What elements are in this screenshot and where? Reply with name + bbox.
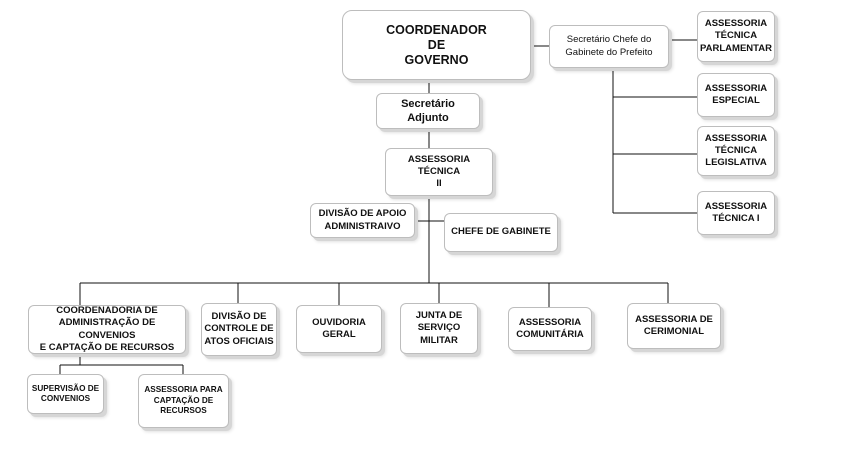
- node-junta-servico-militar: JUNTA DE SERVIÇO MILITAR: [400, 303, 478, 354]
- node-divisao-controle-atos-oficiais: DIVISÃO DE CONTROLE DE ATOS OFICIAIS: [201, 303, 277, 356]
- node-assessoria-captacao-recursos: ASSESSORIA PARA CAPTAÇÃO DE RECURSOS: [138, 374, 229, 428]
- node-divisao-apoio-administrativo: DIVISÃO DE APOIO ADMINISTRAIVO: [310, 203, 415, 238]
- node-assessoria-tecnica-parlamentar: ASSESSORIA TÉCNICA PARLAMENTAR: [697, 11, 775, 62]
- node-assessoria-especial: ASSESSORIA ESPECIAL: [697, 73, 775, 117]
- node-assessoria-cerimonial: ASSESSORIA DE CERIMONIAL: [627, 303, 721, 349]
- node-assessoria-tecnica-i: ASSESSORIA TÉCNICA I: [697, 191, 775, 235]
- node-secretario-chefe-gabinete: Secretário Chefe do Gabinete do Prefeito: [549, 25, 669, 68]
- node-secretario-adjunto: Secretário Adjunto: [376, 93, 480, 129]
- node-coordenadoria-convenios: COORDENADORIA DE ADMINISTRAÇÃO DE CONVEN…: [28, 305, 186, 354]
- node-assessoria-tecnica-ii: ASSESSORIA TÉCNICA II: [385, 148, 493, 196]
- node-assessoria-tecnica-legislativa: ASSESSORIA TÉCNICA LEGISLATIVA: [697, 126, 775, 176]
- node-chefe-de-gabinete: CHEFE DE GABINETE: [444, 213, 558, 252]
- node-ouvidoria-geral: OUVIDORIA GERAL: [296, 305, 382, 353]
- node-assessoria-comunitaria: ASSESSORIA COMUNITÁRIA: [508, 307, 592, 351]
- node-supervisao-convenios: SUPERVISÃO DE CONVENIOS: [27, 374, 104, 414]
- node-coordenador-de-governo: COORDENADOR DE GOVERNO: [342, 10, 531, 80]
